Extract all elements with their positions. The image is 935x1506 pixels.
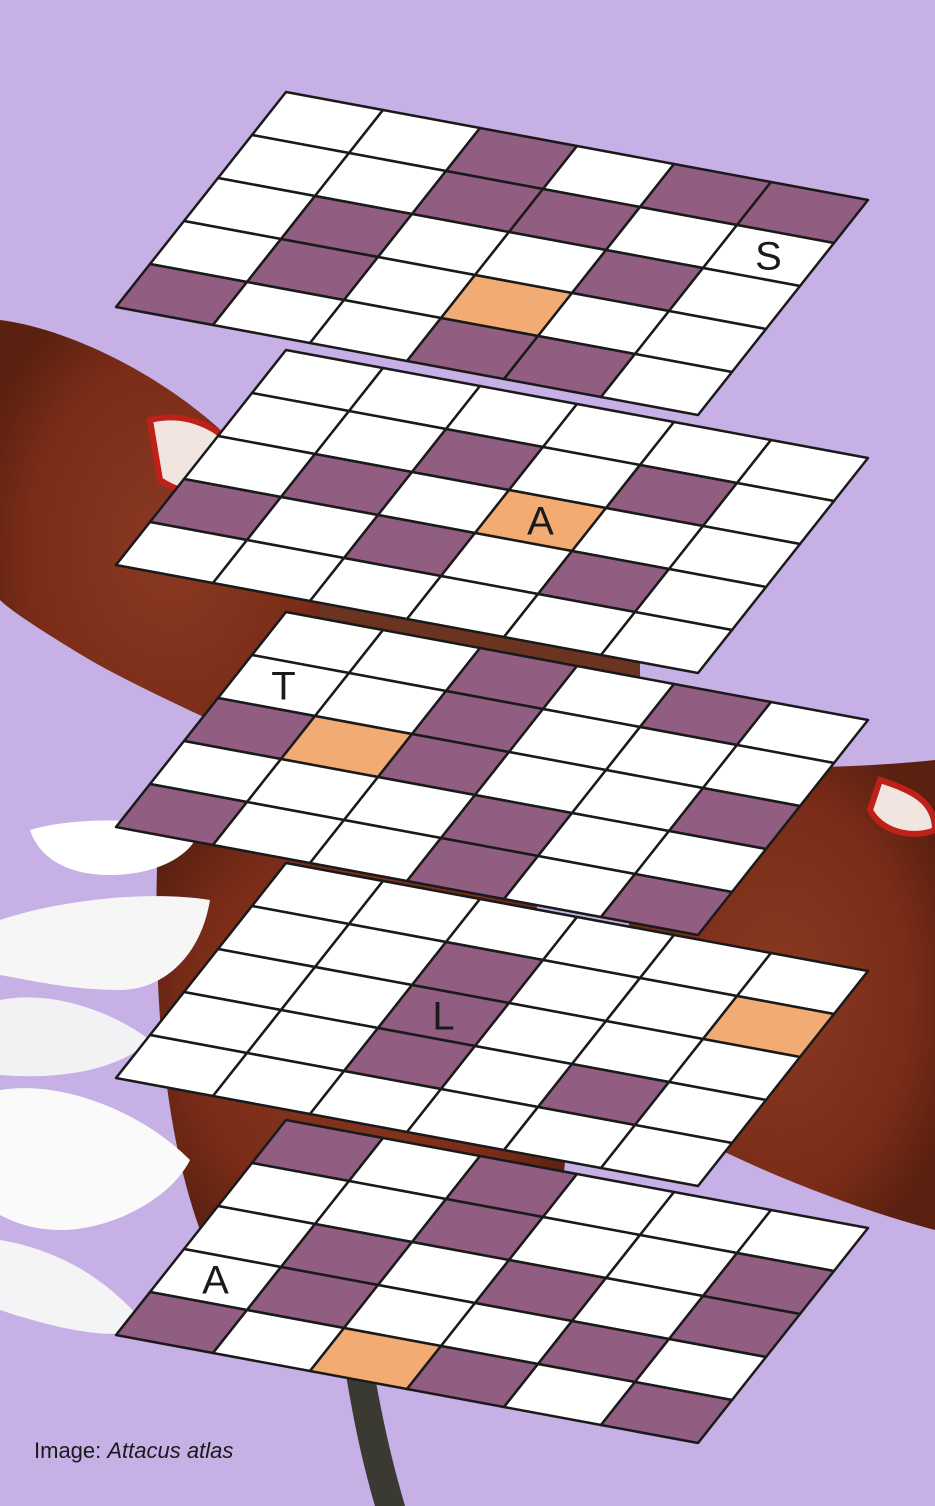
caption-species: Attacus atlas (107, 1438, 233, 1463)
caption-prefix: Image: (34, 1438, 107, 1463)
puzzle-boards: S A T L A (116, 92, 868, 1443)
board-letter: A (202, 1259, 229, 1303)
board-letter: A (527, 500, 554, 544)
board-letter: L (432, 995, 454, 1039)
image-caption: Image: Attacus atlas (34, 1438, 233, 1464)
board-letter: S (755, 235, 782, 279)
board-letter: T (271, 665, 295, 709)
puzzle-layer-1: S (116, 92, 868, 415)
